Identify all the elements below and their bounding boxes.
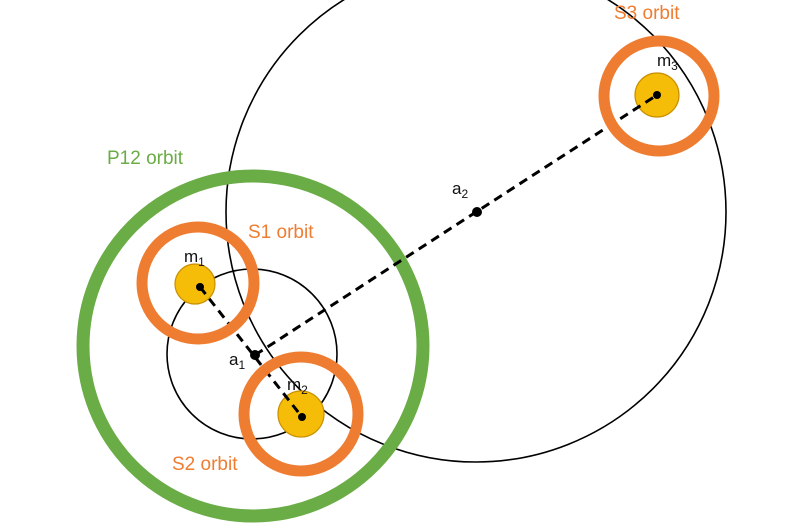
s1-orbit-label: S1 orbit [248,222,314,243]
m2-label-sub: 2 [301,383,308,397]
m2-label: m2 [287,375,308,397]
point-m3 [653,91,661,99]
m3-label: m3 [657,51,678,73]
a2-label-sub: 2 [461,187,468,201]
a1-label-base: a [229,350,239,369]
a1-label: a1 [229,350,245,372]
m1-label-base: m [184,247,198,266]
a2-label: a2 [452,179,468,201]
star-m1 [174,263,216,305]
m1-label-sub: 1 [198,255,205,269]
point-m1 [196,283,204,291]
s1-orbit-ring [136,221,260,345]
a1-label-sub: 1 [238,358,245,372]
m3-label-base: m [657,51,671,70]
a2-label-base: a [452,179,462,198]
p12-orbit-label: P12 orbit [107,148,184,169]
m2-label-base: m [287,375,301,394]
point-a1 [250,350,260,360]
s2-orbit-ring [238,351,364,477]
s3-orbit-label: S3 orbit [614,3,680,24]
point-a2 [472,207,482,217]
point-m2 [298,413,306,421]
outer-orbit-circle [225,0,727,463]
m1-label: m1 [184,247,205,269]
m3-label-sub: 3 [671,59,678,73]
dashed-line-a1-m3 [254,93,658,357]
s3-orbit-ring [598,35,720,157]
p12-orbit-ring [76,169,430,523]
s2-orbit-label: S2 orbit [172,454,238,475]
